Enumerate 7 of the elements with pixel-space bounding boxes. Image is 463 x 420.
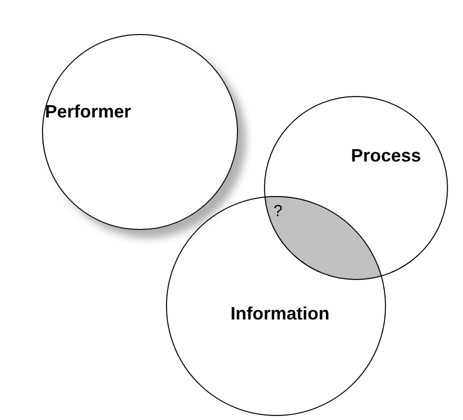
circle <box>264 96 448 280</box>
circle <box>42 34 238 230</box>
circle-label: Performer <box>44 102 132 122</box>
circle <box>166 196 386 416</box>
circle-label: Information <box>230 304 330 324</box>
question-mark: ? <box>274 203 282 221</box>
circle-label: Process <box>350 146 422 166</box>
